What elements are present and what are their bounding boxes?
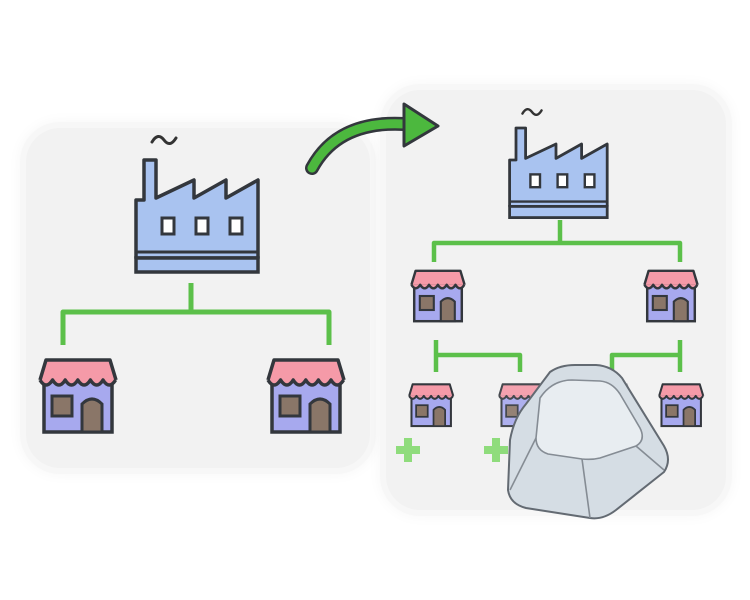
shop-icon [266, 358, 346, 434]
connector-lines [431, 220, 683, 262]
plus-icon [396, 438, 420, 462]
connector-lines [433, 340, 683, 372]
plus-icon [484, 438, 508, 462]
factory-icon [134, 134, 260, 274]
before-diagram [38, 134, 346, 434]
shop-icon [408, 383, 455, 428]
after-diagram [396, 107, 705, 462]
connector-lines [60, 283, 332, 345]
shop-icon [643, 269, 699, 323]
keycap-icon [506, 364, 669, 520]
factory-icon [508, 107, 609, 220]
shop-icon [410, 269, 466, 323]
shop-icon [658, 383, 705, 428]
curved-arrow-icon [305, 102, 440, 175]
shop-icon [38, 358, 118, 434]
